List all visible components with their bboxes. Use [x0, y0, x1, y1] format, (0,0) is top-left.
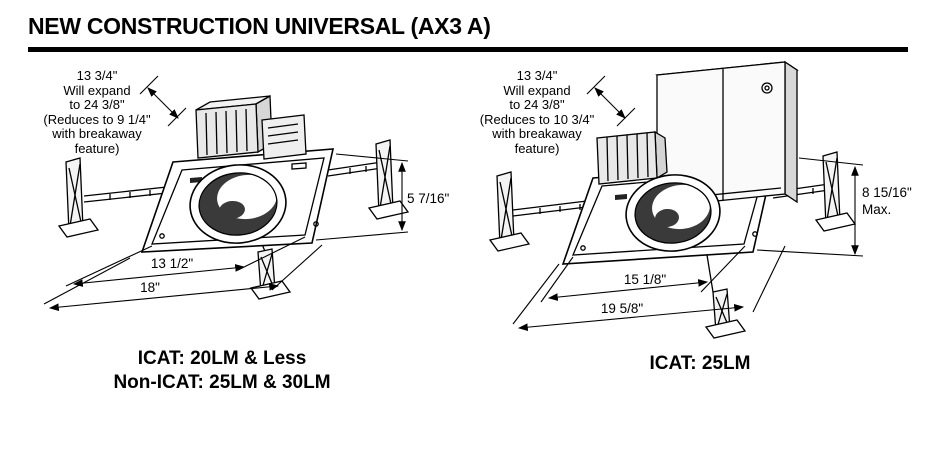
right-height-dimension-label: 8 15/16" [862, 185, 912, 200]
front-bracket [704, 254, 747, 339]
note-line: feature) [514, 140, 560, 156]
right-fixture-drawing [488, 60, 864, 339]
junction-box [596, 130, 668, 185]
page-title: NEW CONSTRUCTION UNIVERSAL (AX3 A) [28, 13, 491, 39]
right-caption: ICAT: 25LM [538, 352, 862, 376]
note-line: feature) [74, 140, 120, 156]
hanger-bar-right [327, 139, 410, 220]
note-line: 13 3/4" [516, 68, 558, 83]
front-bracket [249, 243, 292, 300]
note-line: (Reduces to 9 1/4" [43, 111, 151, 127]
hanger-bar-right [772, 151, 857, 232]
aperture-ring [625, 174, 721, 252]
note-line: (Reduces to 10 3/4" [479, 111, 595, 127]
note-line: with breakaway [52, 126, 142, 141]
left-fixture-drawing [43, 75, 410, 311]
right-dimension-lines [512, 75, 864, 332]
hanger-bar-left [57, 157, 177, 238]
housing-box [655, 60, 799, 208]
left-outer-width-dimension-label: 18" [140, 280, 160, 295]
left-expansion-note: 13 3/4" Will expand to 24 3/8" (Reduces … [22, 68, 172, 156]
right-outer-width-dimension-label: 19 5/8" [600, 301, 644, 316]
note-line: Will expand [63, 82, 131, 98]
left-inner-width-dimension-label: 13 1/2" [150, 256, 194, 271]
right-caption-line1: ICAT: 25LM [649, 353, 751, 374]
left-height-dimension-label: 5 7/16" [407, 191, 450, 206]
note-line: 13 3/4" [76, 68, 118, 83]
note-line: with breakaway [492, 126, 582, 141]
aperture-ring [189, 164, 287, 244]
note-line: to 24 3/8" [509, 97, 565, 112]
junction-box [195, 94, 307, 160]
left-caption: ICAT: 20LM & Less Non-ICAT: 25LM & 30LM [60, 347, 384, 395]
right-height-dimension-suffix: Max. [862, 202, 892, 217]
hanger-bar-left [488, 171, 596, 252]
left-dimension-lines [43, 75, 409, 311]
right-expansion-note: 13 3/4" Will expand to 24 3/8" (Reduces … [462, 68, 612, 156]
note-line: Will expand [503, 82, 571, 98]
left-caption-line2: Non-ICAT: 25LM & 30LM [113, 372, 331, 393]
right-inner-width-dimension-label: 15 1/8" [623, 272, 667, 287]
title-underline [28, 47, 908, 52]
left-caption-line1: ICAT: 20LM & Less [137, 348, 307, 369]
note-line: to 24 3/8" [69, 97, 125, 112]
